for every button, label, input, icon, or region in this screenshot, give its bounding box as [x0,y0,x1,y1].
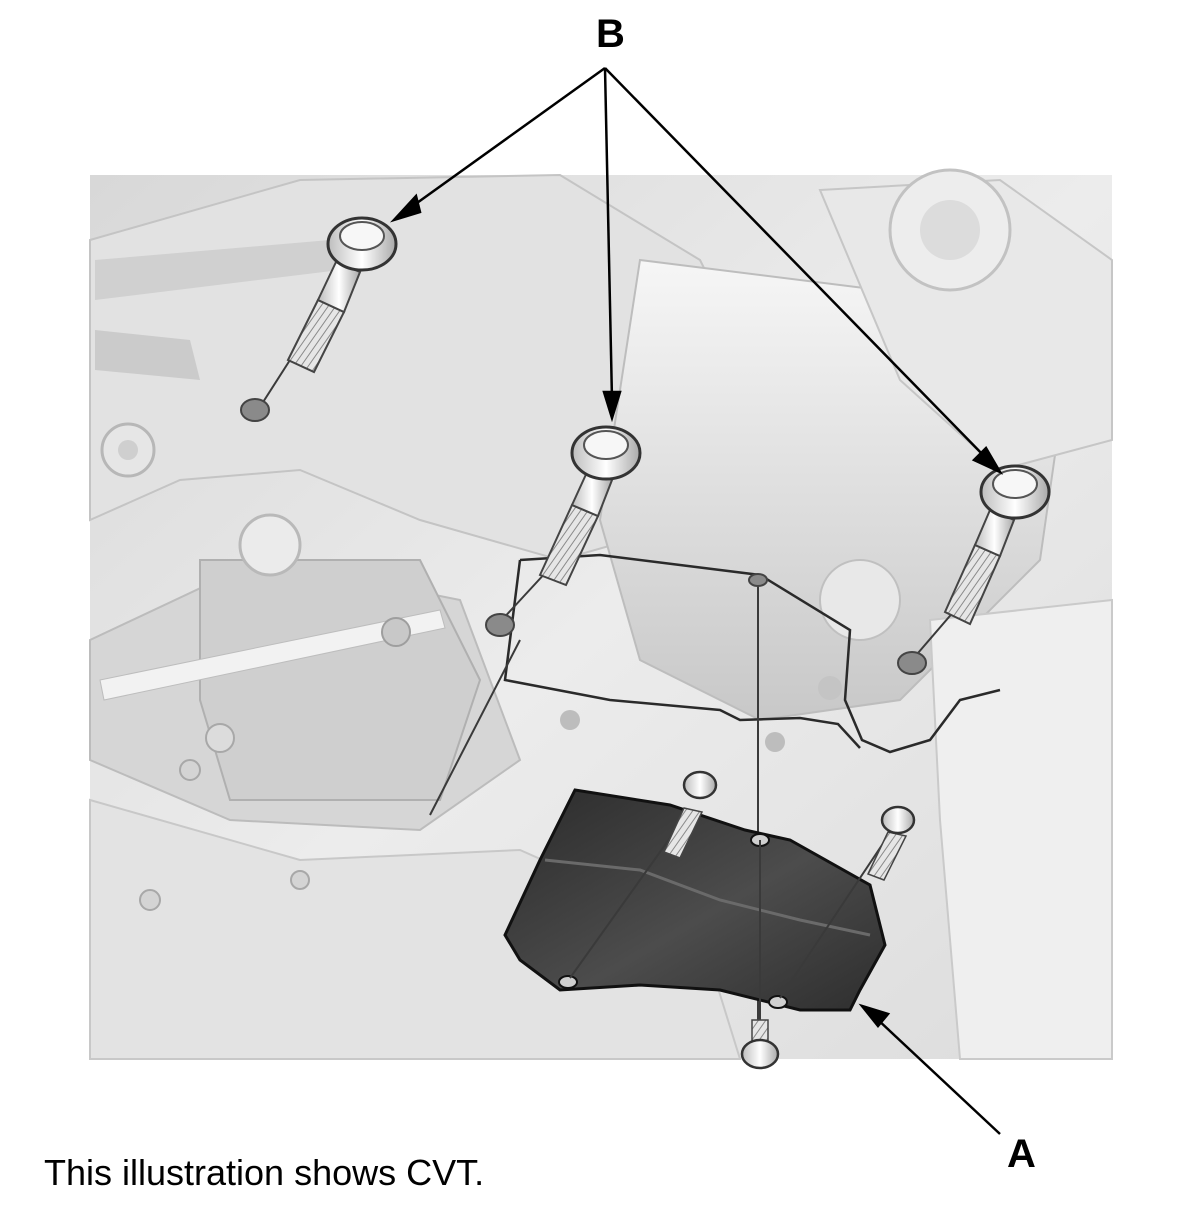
leader-arrow-a [858,1003,1001,1135]
bolt-holes [240,398,927,675]
bolt-b-center [538,425,642,587]
leader-arrows-b [389,66,1004,475]
cover-bolts [569,770,916,1070]
gasket-outline [503,553,1001,754]
bolt-b-right [943,464,1051,626]
callout-a: A [1007,1132,1036,1176]
splash-cover-a [503,788,887,1012]
callout-b: B [596,12,625,56]
illustration-caption: This illustration shows CVT. [44,1152,485,1193]
bolt-b-left [286,216,398,374]
